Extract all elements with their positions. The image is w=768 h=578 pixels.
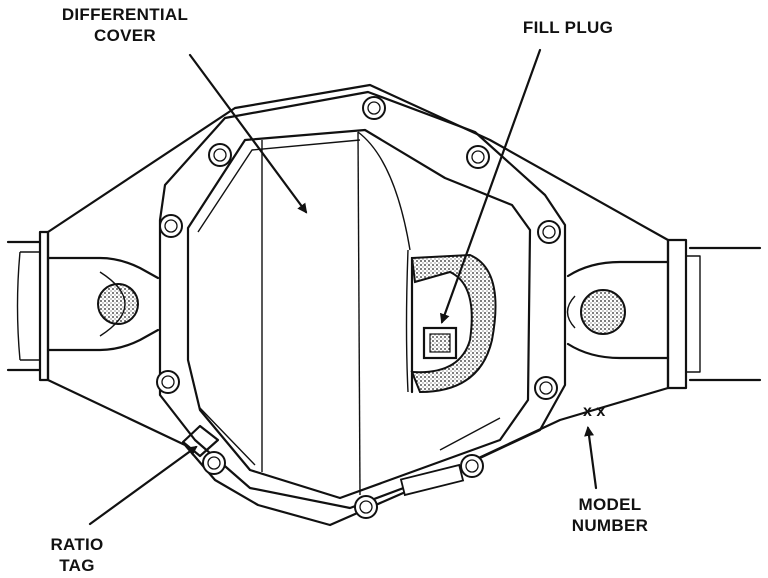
model-number-mark: x x: [583, 403, 605, 420]
fill-plug-boss: [410, 253, 497, 394]
bolt: [156, 370, 180, 394]
differential-cover-label: DIFFERENTIAL COVER: [61, 5, 189, 45]
model-number-label: MODEL NUMBER: [571, 495, 649, 535]
right-axle-tube: [666, 238, 762, 390]
differential-cover-leader: [188, 53, 308, 214]
bolt: [362, 96, 386, 120]
bolt: [460, 454, 484, 478]
bolt: [466, 145, 490, 169]
ratio-tag-leader: [88, 445, 198, 526]
ratio-tag-label: RATIO TAG: [50, 535, 104, 575]
left-hub-boss: [46, 256, 160, 352]
bolt: [354, 495, 378, 519]
fill-plug: [422, 326, 458, 360]
bolt: [537, 220, 561, 244]
bolt: [202, 451, 226, 475]
bolt: [208, 143, 232, 167]
fill-plug-label: FILL PLUG: [522, 18, 614, 37]
model-number-leader: [584, 426, 598, 490]
cover-bolts: [156, 96, 561, 519]
right-hub-boss: [566, 260, 670, 360]
left-axle-tube: [6, 230, 50, 382]
bolt: [534, 376, 558, 400]
fill-plug-leader: [440, 48, 542, 324]
differential-cover-face: [186, 128, 532, 500]
bolt: [159, 214, 183, 238]
